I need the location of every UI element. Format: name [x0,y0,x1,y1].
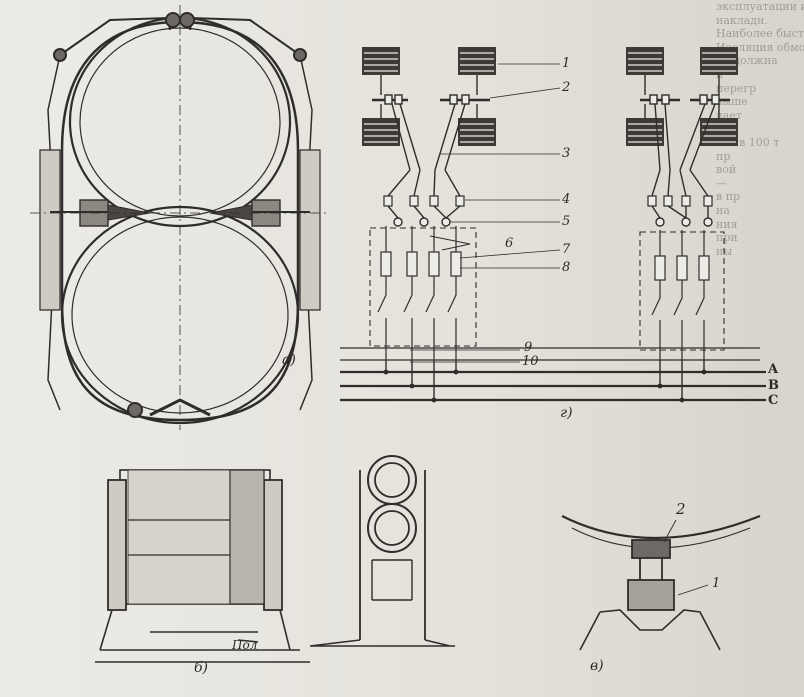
callout-9: 9 [524,340,533,355]
phase-c-label: C [768,393,779,408]
callout-7: 7 [562,242,571,257]
callout-8: 8 [562,260,571,275]
callout-v-2: 2 [676,500,686,518]
callout-2: 2 [562,80,571,95]
callout-10: 10 [522,354,539,369]
callout-4: 4 [562,192,571,207]
callout-1: 1 [562,56,571,71]
callout-6: 6 [505,236,514,251]
phase-a-label: A [768,362,779,377]
callout-3: 3 [562,146,571,161]
figure-v-label: в) [590,658,604,674]
figure-b-label: б) [194,660,209,676]
callout-5: 5 [562,214,571,229]
callout-v-1: 1 [712,576,721,591]
phase-b-label: B [768,378,779,393]
figure-v [561,514,761,651]
figure-b [95,469,310,663]
figure-b-end-view [309,455,455,647]
figure-g [340,47,766,403]
figure-a [30,5,330,430]
figure-g-label: г) [560,405,573,421]
floor-label: Пол [232,638,258,652]
heater-blocks [362,47,738,146]
figure-a-label: а) [282,352,296,368]
